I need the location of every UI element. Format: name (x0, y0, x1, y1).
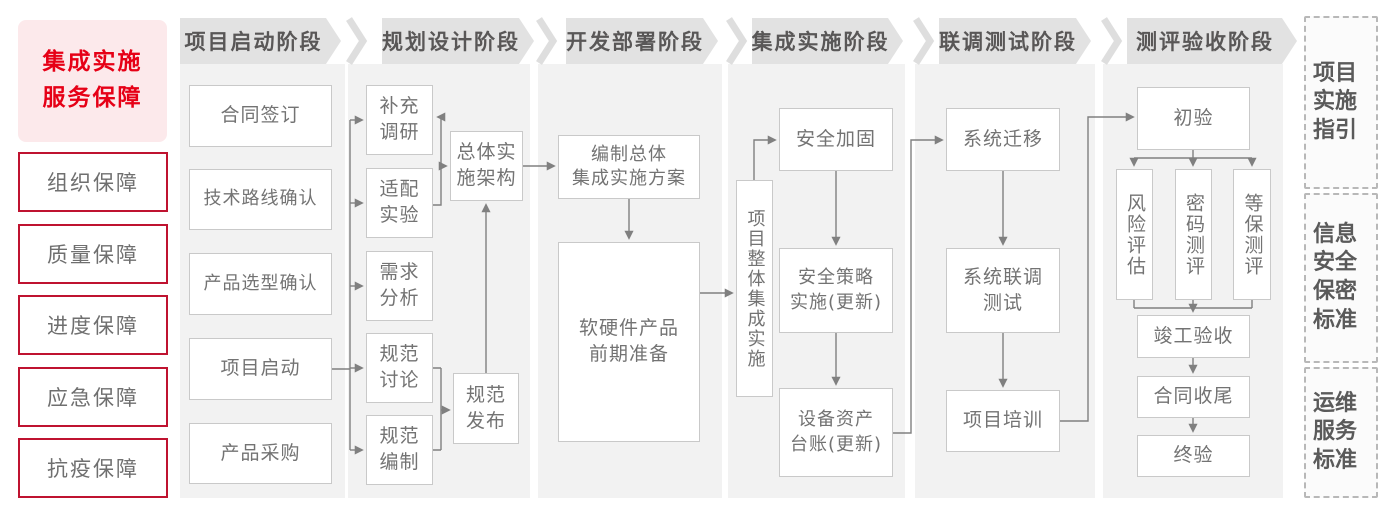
node-security-policy-implementation: 安全策略 实施(更新) (779, 248, 893, 333)
legend-title: 集成实施 服务保障 (18, 20, 167, 142)
phase-header-joint-testing: 联调测试阶段 (939, 18, 1091, 64)
node-supplementary-research: 补充 调研 (366, 85, 433, 155)
standard-word: 实施 (1313, 89, 1358, 115)
standard-word: 运维 (1313, 390, 1358, 416)
node-contract-closure: 合同收尾 (1137, 376, 1250, 418)
node-hw-sw-preparation: 软硬件产品 前期准备 (558, 242, 700, 442)
phase-header-planning-design: 规划设计阶段 (382, 18, 534, 64)
phase-header-integration-implementation: 集成实施阶段 (752, 18, 903, 64)
standard-line: 保密 (1306, 278, 1376, 307)
node-system-joint-testing: 系统联调 测试 (946, 248, 1060, 333)
node-cryptography-evaluation: 密码测评 (1175, 169, 1212, 300)
standard-word: 项目 (1313, 60, 1358, 86)
standard-line: 实施 (1306, 88, 1376, 117)
standard-word: 指引 (1313, 117, 1358, 143)
node-overall-integration-plan: 编制总体 集成实施方案 (558, 135, 700, 199)
node-overall-project-integration: 项目整体集成实施 (736, 180, 773, 397)
node-project-training: 项目培训 (946, 390, 1060, 452)
node-system-migration: 系统迁移 (946, 108, 1060, 171)
node-requirements-analysis: 需求 分析 (366, 251, 433, 321)
standard-box-project-implementation-guide: 项目 实施 指引 (1304, 16, 1378, 189)
standard-word: 标准 (1313, 307, 1358, 333)
standard-line: 指引 (1306, 117, 1376, 146)
legend-item-emergency: 应急保障 (18, 367, 168, 427)
standard-word: 服务 (1313, 419, 1358, 445)
node-initial-acceptance: 初验 (1137, 87, 1250, 150)
phase-header-develop-deploy: 开发部署阶段 (566, 18, 718, 64)
legend-item-schedule: 进度保障 (18, 295, 168, 355)
node-tech-route-confirm: 技术路线确认 (189, 169, 332, 230)
legend-item-quality: 质量保障 (18, 224, 168, 284)
phase-header-evaluation-acceptance: 测评验收阶段 (1127, 18, 1297, 64)
node-security-hardening: 安全加固 (779, 108, 893, 171)
node-product-selection-confirm: 产品选型确认 (189, 253, 332, 315)
node-spec-release: 规范 发布 (453, 373, 519, 444)
node-completion-acceptance: 竣工验收 (1137, 315, 1250, 358)
standard-box-infosec-confidentiality: 信息 安全 保密 标准 (1304, 193, 1378, 363)
node-classified-protection-evaluation: 等保测评 (1233, 169, 1271, 300)
chevron-separator-icon (346, 17, 1123, 65)
standard-word: 安全 (1313, 250, 1358, 276)
standard-line: 运维 (1306, 390, 1376, 419)
node-spec-drafting: 规范 编制 (366, 415, 433, 485)
legend-item-organization: 组织保障 (18, 152, 168, 212)
standard-line: 项目 (1306, 60, 1376, 89)
standard-line: 标准 (1306, 447, 1376, 476)
standard-line: 标准 (1306, 307, 1376, 336)
node-project-kickoff: 项目启动 (189, 338, 332, 400)
node-adaptation-test: 适配 实验 (366, 168, 433, 238)
standard-box-ops-service: 运维 服务 标准 (1304, 367, 1378, 498)
standard-line: 安全 (1306, 249, 1376, 278)
node-overall-implementation-architecture: 总体实 施架构 (450, 131, 523, 201)
standard-line: 信息 (1306, 221, 1376, 250)
standard-word: 信息 (1313, 221, 1358, 247)
node-final-acceptance: 终验 (1137, 435, 1250, 477)
legend-item-epidemic: 抗疫保障 (18, 438, 168, 498)
node-spec-discussion: 规范 讨论 (366, 333, 433, 403)
node-risk-assessment: 风险评估 (1116, 169, 1153, 300)
node-asset-ledger-update: 设备资产 台账(更新) (779, 388, 893, 477)
phase-header-project-kickoff: 项目启动阶段 (180, 18, 341, 64)
node-contract-signing: 合同签订 (189, 85, 332, 147)
standard-word: 保密 (1313, 279, 1358, 304)
standard-word: 标准 (1313, 447, 1358, 473)
node-product-procurement: 产品采购 (189, 423, 332, 484)
standard-line: 服务 (1306, 418, 1376, 447)
